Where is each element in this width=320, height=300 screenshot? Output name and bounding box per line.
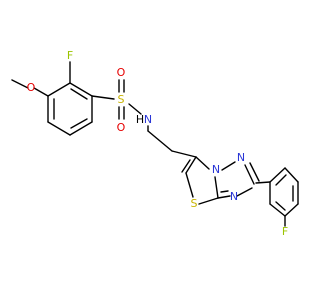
thiazole-bond (185, 156, 197, 174)
benzene-bond (69, 82, 93, 97)
thiazole-bond (185, 172, 194, 198)
benzene-bond (69, 121, 93, 136)
oxygen-sulfonyl-top-atom-label: O (117, 66, 126, 79)
benzene-bond (47, 82, 71, 97)
thiazole-bond (198, 197, 219, 205)
nitrogen-amide-atom-label: N (144, 113, 152, 126)
phenyl-bond (284, 203, 299, 217)
sulfur-thiazole-atom-label: S (191, 197, 198, 210)
phenyl-bond (284, 167, 299, 183)
thiazole-bond (214, 176, 219, 199)
ch2-ch2-bond (147, 130, 173, 152)
phenyl-bond (269, 167, 286, 183)
oxygen-sulfonyl-bottom-atom-label: O (117, 121, 126, 134)
aryl-o-bond (33, 87, 49, 97)
triazole-bond (221, 161, 236, 171)
triazole-bond (217, 195, 231, 199)
fluorine-atom-label: F (67, 49, 73, 62)
bond-layer (11, 61, 299, 227)
molecule-structure: F O S O O N H N N N S F (11, 49, 299, 238)
triazole-double-bond (244, 164, 255, 185)
triazole-double-bond (249, 162, 260, 182)
triazole-bond (236, 187, 253, 197)
aryl-s-bond (91, 95, 115, 100)
benzene-double-bond (70, 88, 88, 100)
fluorine-phenyl-atom-label: F (282, 225, 288, 238)
thiazole-double-bond (181, 159, 191, 173)
ch2-ring-bond (171, 150, 197, 158)
nitrogen-triazole-top-atom-label: N (237, 151, 245, 164)
hydrogen-amide-atom-label: H (136, 113, 144, 126)
nitrogen-bridge-atom-label: N (212, 163, 220, 176)
sulfur-sulfonyl-atom-label: S (118, 93, 125, 106)
oxygen-methoxy-atom-label: O (27, 81, 36, 94)
molecule-canvas: F O S O O N H N N N S F (11, 49, 299, 238)
phenyl-double-bond (275, 201, 286, 211)
triazole-phenyl-bond (255, 181, 271, 184)
benzene-bond (47, 121, 71, 136)
phenyl-bond (269, 203, 286, 217)
phenyl-double-bond (275, 174, 287, 186)
triazole-double-bond (220, 190, 229, 193)
thiazole-bond (195, 156, 210, 170)
o-methyl-bond (11, 79, 29, 89)
benzene-double-bond (70, 118, 88, 129)
atom-label-layer: F O S O O N H N N N S F (27, 49, 289, 238)
nitrogen-triazole-bottom-atom-label: N (230, 190, 238, 203)
s-n-bond (128, 103, 142, 115)
